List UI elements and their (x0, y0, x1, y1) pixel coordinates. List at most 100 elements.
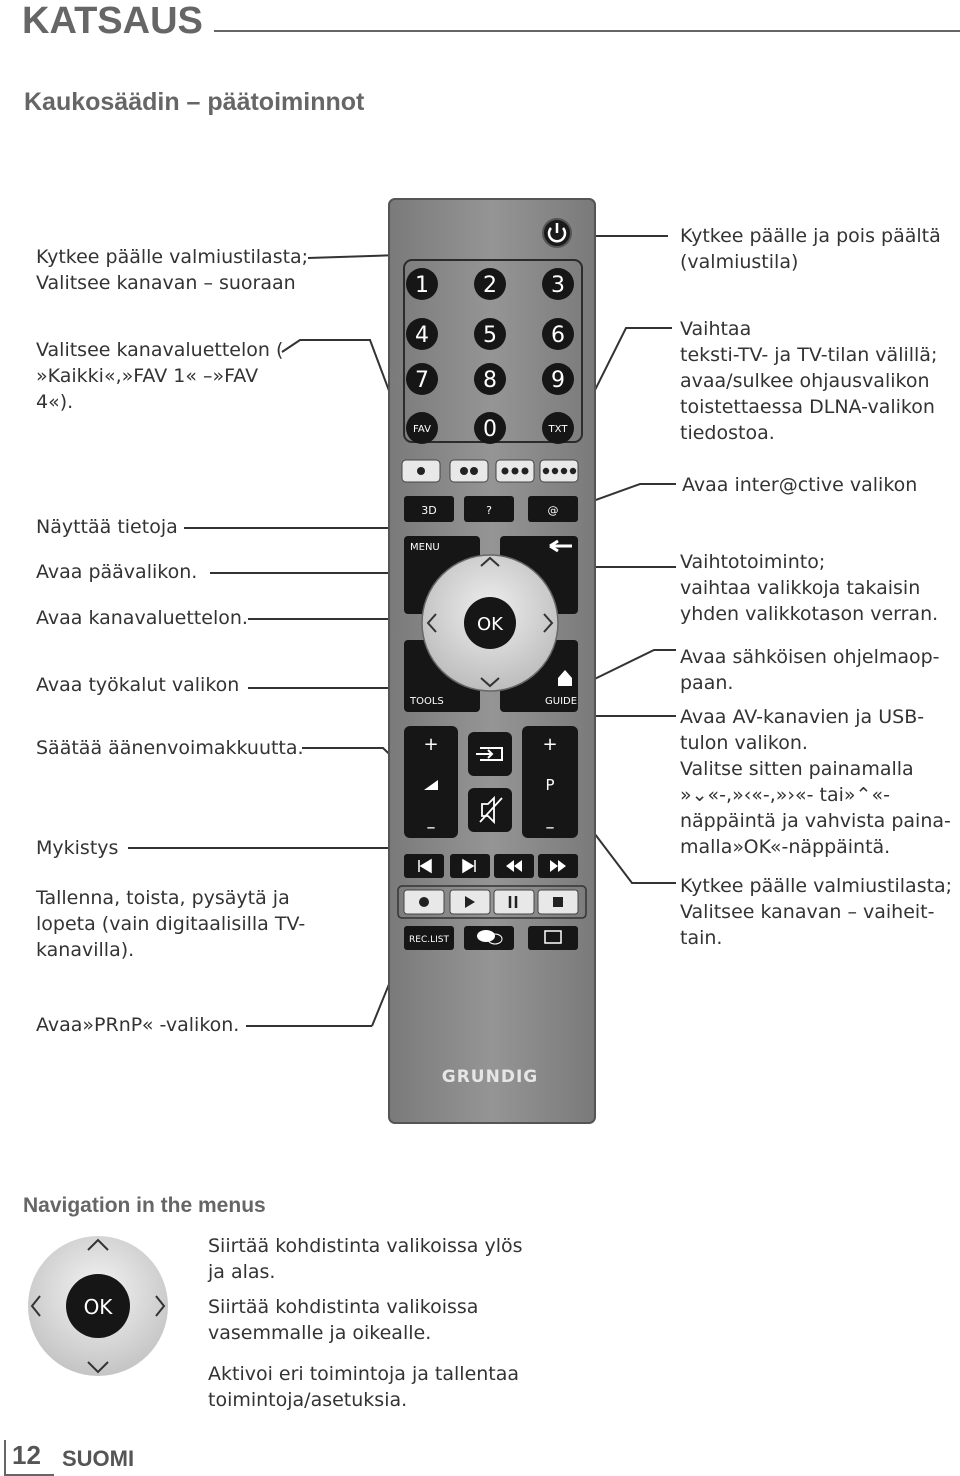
play-button[interactable] (449, 889, 491, 915)
digit-button-7[interactable]: 7 (406, 363, 438, 395)
skip-back-button[interactable] (404, 854, 444, 878)
txt-button[interactable]: TXT (542, 412, 574, 444)
color-button-yellow[interactable] (495, 459, 535, 483)
nav-label-ok: Aktivoi eri toimintoja ja tallentaa toim… (208, 1363, 520, 1411)
svg-text:P: P (545, 776, 554, 794)
skip-forward-icon (462, 858, 476, 874)
power-icon (547, 227, 567, 243)
channel-rocker[interactable]: + P – (522, 726, 578, 838)
color-button-blue[interactable] (539, 459, 579, 483)
up-arrow-icon (480, 556, 500, 567)
pause-button[interactable] (493, 889, 535, 915)
social-button[interactable] (464, 926, 514, 950)
page-header: KATSAUS (22, 0, 203, 42)
ok-button[interactable]: OK (464, 597, 516, 649)
page-number: 12 (12, 1440, 41, 1470)
info-button[interactable]: ? (464, 496, 514, 522)
down-arrow-icon (480, 677, 500, 688)
down-arrow-icon (87, 1361, 109, 1374)
stop-button[interactable] (537, 889, 579, 915)
mute-button[interactable] (468, 788, 512, 832)
svg-text:0: 0 (483, 417, 497, 442)
right-arrow-icon (155, 1295, 166, 1317)
svg-text:6: 6 (551, 323, 565, 348)
label-power-standby: Kytkee päälle valmiustilasta; Valitsee k… (36, 246, 309, 294)
svg-text:–: – (546, 817, 555, 838)
navigation-title: Navigation in the menus (23, 1194, 266, 1217)
source-icon (476, 747, 503, 761)
color-button-green[interactable] (449, 459, 489, 483)
label-fav: Valitsee kanavaluettelon ( »Kaikki«,»FAV… (36, 339, 284, 413)
interactive-button[interactable]: @ (528, 496, 578, 522)
digit-button-9[interactable]: 9 (542, 363, 574, 395)
svg-text:8: 8 (483, 368, 497, 393)
svg-text:1: 1 (415, 273, 429, 298)
stop-icon (553, 897, 563, 907)
svg-text:OK: OK (84, 1295, 114, 1319)
fav-button[interactable]: FAV (406, 412, 438, 444)
label-back: Vaihtotoiminto; vaihtaa valikkoja takais… (680, 551, 939, 625)
source-button[interactable] (468, 732, 512, 776)
color-button-red[interactable] (401, 459, 441, 483)
footer-rule (4, 1440, 6, 1476)
digit-button-0[interactable]: 0 (474, 412, 506, 444)
mute-icon (479, 795, 503, 825)
footer-underline (4, 1474, 54, 1476)
svg-text:–: – (427, 817, 436, 838)
volume-rocker[interactable]: + – (404, 726, 458, 838)
digit-button-2[interactable]: 2 (474, 268, 506, 300)
label-source: Avaa AV-kanavien ja USB- tulon valikon. … (680, 706, 951, 858)
svg-text:@: @ (548, 504, 559, 517)
digit-button-8[interactable]: 8 (474, 363, 506, 395)
svg-text:GUIDE: GUIDE (545, 696, 577, 707)
subtitle-button[interactable] (528, 926, 578, 950)
page-subtitle: Kaukosäädin – päätoiminnot (24, 88, 365, 116)
3d-button[interactable]: 3D (404, 496, 454, 522)
nav-label-left-right: Siirtää kohdistinta valikoissa vasemmall… (208, 1296, 479, 1344)
svg-text:?: ? (486, 504, 492, 517)
label-guide: Avaa sähköisen ohjelmaop- paan. (680, 646, 940, 694)
digit-button-4[interactable]: 4 (406, 318, 438, 350)
digit-button-6[interactable]: 6 (542, 318, 574, 350)
fast-forward-icon (550, 860, 566, 872)
volume-icon (424, 780, 438, 790)
brand-logo: GRUNDIG (442, 1067, 538, 1087)
left-arrow-icon (30, 1295, 41, 1317)
label-channel: Kytkee päälle valmiustilasta; Valitsee k… (680, 875, 953, 949)
svg-text:9: 9 (551, 368, 565, 393)
right-arrow-icon (543, 613, 554, 633)
svg-text:7: 7 (415, 368, 429, 393)
label-interactive: Avaa inter@ctive valikon (682, 474, 918, 496)
label-ok: Avaa kanavaluettelon. (36, 607, 248, 629)
label-menu: Avaa päävalikon. (36, 561, 198, 583)
label-reclist: Avaa»PRnP« -valikon. (36, 1014, 240, 1036)
subtitle-icon (544, 930, 562, 944)
skip-back-icon (418, 858, 432, 874)
fast-forward-button[interactable] (538, 854, 578, 878)
svg-text:MENU: MENU (410, 542, 440, 553)
record-button[interactable] (403, 889, 445, 915)
svg-text:3: 3 (551, 273, 565, 298)
power-button[interactable] (542, 218, 572, 248)
navigation-diagram: OK (28, 1236, 168, 1376)
play-icon (465, 896, 475, 908)
label-power: Kytkee päälle ja pois päältä (valmiustil… (680, 225, 941, 273)
svg-text:3D: 3D (421, 504, 436, 517)
label-mute: Mykistys (36, 837, 119, 859)
footer-language: SUOMI (62, 1446, 135, 1471)
nav-label-up-down: Siirtää kohdistinta valikoissa ylös ja a… (208, 1235, 523, 1283)
svg-text:FAV: FAV (413, 424, 431, 435)
svg-text:REC.LIST: REC.LIST (409, 935, 449, 945)
playback-frame (397, 885, 587, 919)
label-tools: Avaa työkalut valikon (36, 674, 240, 696)
rewind-icon (506, 860, 522, 872)
svg-text:+: + (423, 734, 438, 755)
digit-button-3[interactable]: 3 (542, 268, 574, 300)
digit-button-1[interactable]: 1 (406, 268, 438, 300)
skip-forward-button[interactable] (450, 854, 490, 878)
header-rule (214, 30, 960, 32)
svg-text:5: 5 (483, 323, 497, 348)
reclist-button[interactable]: REC.LIST (404, 926, 454, 950)
rewind-button[interactable] (494, 854, 534, 878)
digit-button-5[interactable]: 5 (474, 318, 506, 350)
